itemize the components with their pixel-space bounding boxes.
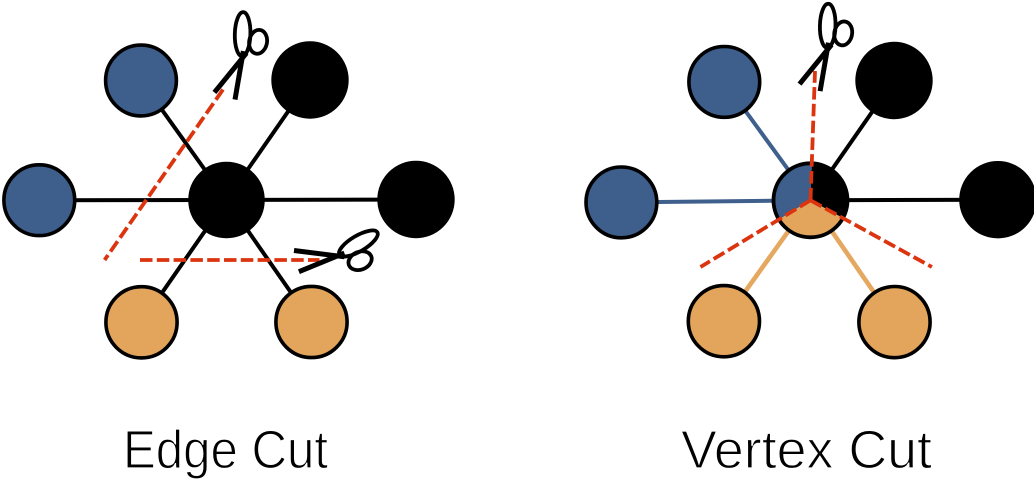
svg-text:Vertex Cut: Vertex Cut — [681, 420, 932, 480]
svg-text:Edge Cut: Edge Cut — [123, 420, 328, 480]
